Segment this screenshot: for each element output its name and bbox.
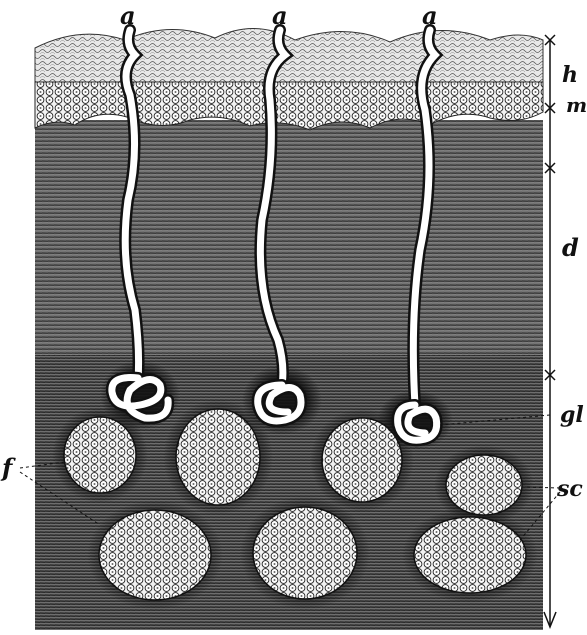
label-duct-a-left: a (120, 1, 136, 30)
label-fat: f (0, 453, 16, 482)
fat-lobule (322, 418, 402, 502)
fat-lobule (446, 455, 522, 515)
label-duct-a-right: a (422, 1, 438, 30)
fat-lobule (176, 409, 260, 505)
label-gland: gl (560, 402, 584, 428)
label-duct-a-middle: a (272, 1, 288, 30)
fat-lobule (99, 510, 211, 600)
label-dermis: d (562, 233, 579, 262)
depth-scale (544, 35, 556, 627)
fat-lobule (414, 517, 526, 593)
fat-lobule (253, 507, 357, 599)
fat-lobule (64, 417, 136, 493)
label-subcutaneous: sc (556, 476, 583, 502)
label-mucous-layer: m (566, 93, 587, 117)
label-horny-layer: h (562, 62, 578, 88)
